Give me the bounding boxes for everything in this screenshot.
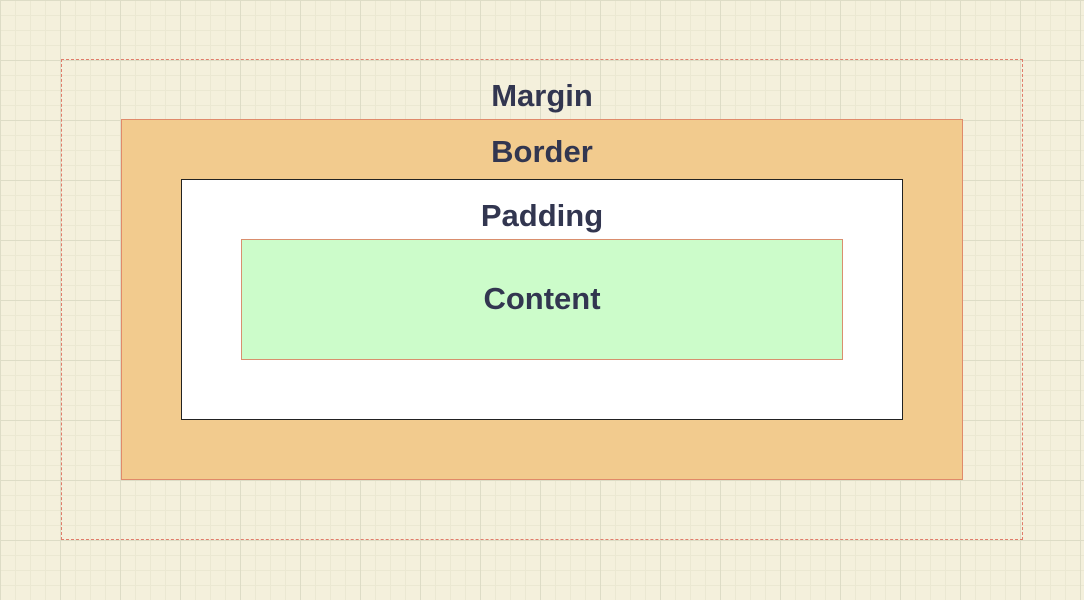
margin-box [61,59,1023,540]
border-label: Border [491,134,593,169]
content-label: Content [483,281,601,316]
margin-label: Margin [491,78,593,113]
padding-label: Padding [480,198,604,233]
content-box [241,239,843,360]
